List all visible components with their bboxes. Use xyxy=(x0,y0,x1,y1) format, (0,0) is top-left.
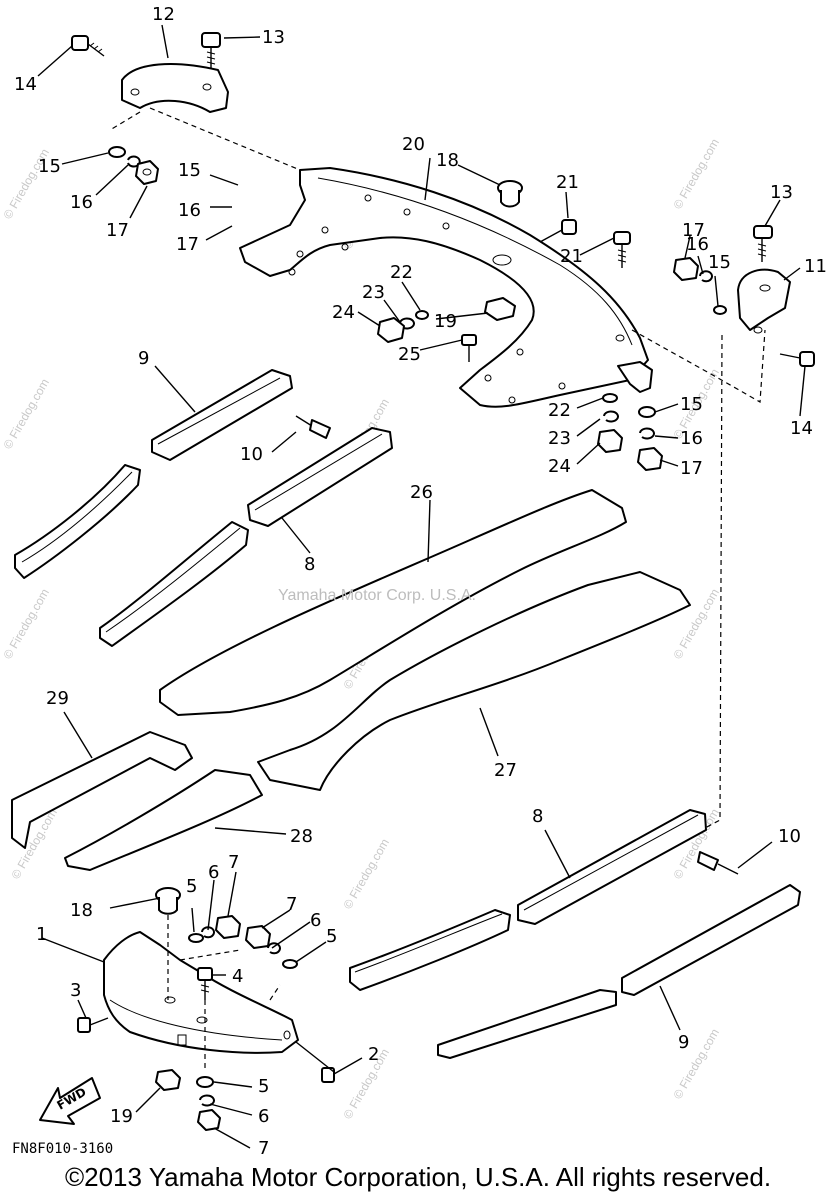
label-22-mid: 22 xyxy=(390,262,413,283)
svg-text:© Firedog.com: © Firedog.com xyxy=(0,586,52,661)
fwd-arrow: FWD xyxy=(39,1077,101,1125)
svg-text:© Firedog.com: © Firedog.com xyxy=(340,836,392,911)
part-1-front-bracket xyxy=(103,931,299,1054)
label-3: 3 xyxy=(70,980,81,1001)
part-number-labels: 12 13 14 15 16 17 15 16 17 20 18 21 21 2… xyxy=(14,4,827,1159)
label-25: 25 xyxy=(398,344,421,365)
label-17-lower-right: 17 xyxy=(680,458,703,479)
label-13-top: 13 xyxy=(262,27,285,48)
label-15-left: 15 xyxy=(38,156,61,177)
label-1: 1 xyxy=(36,924,47,945)
svg-text:© Firedog.com: © Firedog.com xyxy=(340,1046,392,1121)
part-9-rails-upper xyxy=(14,369,293,579)
label-13-right: 13 xyxy=(770,182,793,203)
parts-15-17-22-24-right xyxy=(597,393,663,471)
label-28: 28 xyxy=(290,826,313,847)
label-6-b: 6 xyxy=(310,910,321,931)
parts-lower-fasteners xyxy=(77,887,335,1131)
label-17-right: 17 xyxy=(682,220,705,241)
part-26-mat xyxy=(159,489,627,716)
label-26: 26 xyxy=(410,482,433,503)
label-16-lower-right: 16 xyxy=(680,428,703,449)
label-5-b: 5 xyxy=(326,926,337,947)
label-2: 2 xyxy=(368,1044,379,1065)
label-21-b: 21 xyxy=(560,246,583,267)
center-watermark: Yamaha Motor Corp. U.S.A. xyxy=(278,587,476,604)
part-18-grommet-top xyxy=(497,180,523,208)
label-12: 12 xyxy=(152,4,175,25)
label-7-b: 7 xyxy=(286,894,297,915)
label-5-c: 5 xyxy=(258,1076,269,1097)
label-6-c: 6 xyxy=(258,1106,269,1127)
part-10-rivet-lower xyxy=(697,851,739,875)
part-28-pad xyxy=(64,769,263,871)
part-14-bolt-left xyxy=(71,35,105,57)
part-29-pad xyxy=(11,731,193,849)
leader-lines xyxy=(37,24,806,1149)
label-17-mid: 17 xyxy=(176,234,199,255)
label-14-top: 14 xyxy=(14,74,37,95)
part-10-rivet-top xyxy=(295,415,331,439)
label-8-lower: 8 xyxy=(532,806,543,827)
label-15-mid: 15 xyxy=(178,160,201,181)
label-27: 27 xyxy=(494,760,517,781)
part-20-mount-plate xyxy=(239,167,653,408)
label-7-c: 7 xyxy=(258,1138,269,1159)
label-4: 4 xyxy=(232,966,243,987)
label-14-right: 14 xyxy=(790,418,813,439)
copyright-notice: ©2013 Yamaha Motor Corporation, U.S.A. A… xyxy=(64,1162,772,1192)
label-15-lower-right: 15 xyxy=(680,394,703,415)
label-9-lower: 9 xyxy=(678,1032,689,1053)
label-16-right: 16 xyxy=(686,234,709,255)
label-29: 29 xyxy=(46,688,69,709)
label-23-mid: 23 xyxy=(362,282,385,303)
guide-line-right xyxy=(631,329,766,829)
label-16-mid: 16 xyxy=(178,200,201,221)
label-11: 11 xyxy=(804,256,827,277)
label-18-lower: 18 xyxy=(70,900,93,921)
part-8-rails-upper xyxy=(99,427,393,647)
catalog-code: FN8F010-3160 xyxy=(12,1141,114,1157)
part-9-rails-lower xyxy=(437,884,801,1059)
part-13-bolt-top xyxy=(201,32,221,68)
label-10-lower: 10 xyxy=(778,826,801,847)
label-10-top: 10 xyxy=(240,444,263,465)
label-24-right: 24 xyxy=(548,456,571,477)
part-27-mat xyxy=(257,571,691,791)
label-16-left: 16 xyxy=(70,192,93,213)
part-12-bracket xyxy=(121,63,229,113)
label-6-a: 6 xyxy=(208,862,219,883)
label-8-top: 8 xyxy=(304,554,315,575)
label-17-left: 17 xyxy=(106,220,129,241)
label-19-mid: 19 xyxy=(434,311,457,332)
label-5-a: 5 xyxy=(186,876,197,897)
part-21-bolts xyxy=(539,219,631,268)
parts-15-16-17-left xyxy=(108,146,159,185)
svg-text:© Firedog.com: © Firedog.com xyxy=(670,136,722,211)
label-20: 20 xyxy=(402,134,425,155)
part-8-rails-lower xyxy=(349,809,707,991)
part-11-bracket-right xyxy=(673,225,815,367)
label-15-right: 15 xyxy=(708,252,731,273)
label-7-a: 7 xyxy=(228,852,239,873)
label-21-a: 21 xyxy=(556,172,579,193)
svg-text:© Firedog.com: © Firedog.com xyxy=(0,376,52,451)
label-19-lower: 19 xyxy=(110,1106,133,1127)
label-9-top: 9 xyxy=(138,348,149,369)
label-22-right: 22 xyxy=(548,400,571,421)
label-24-mid: 24 xyxy=(332,302,355,323)
label-18-top: 18 xyxy=(436,150,459,171)
label-23-right: 23 xyxy=(548,428,571,449)
